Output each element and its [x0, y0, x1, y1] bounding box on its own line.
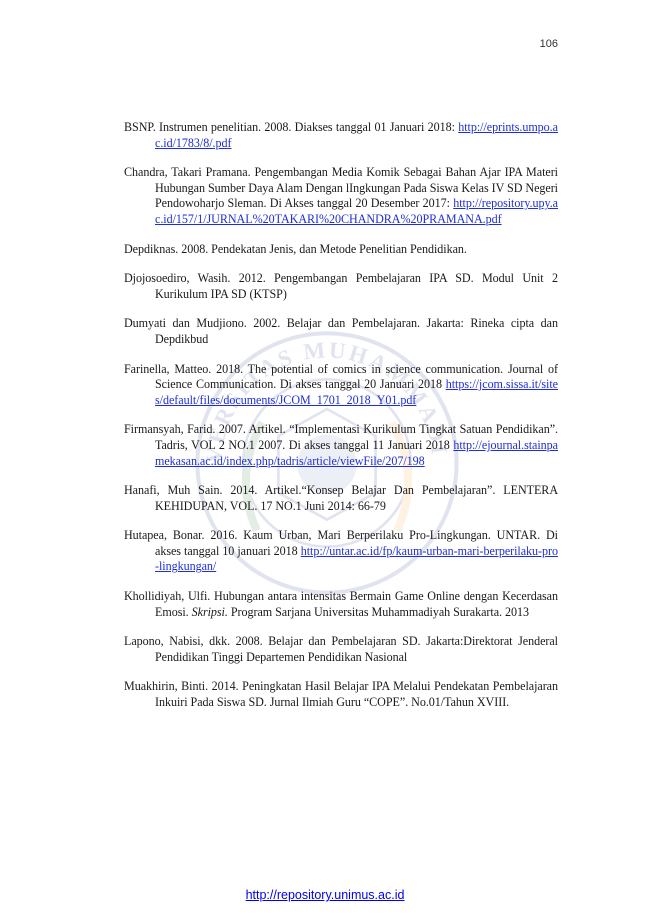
reference-text: Hanafi, Muh Sain. 2014. Artikel.“Konsep …: [124, 483, 558, 513]
reference-text: Dumyati dan Mudjiono. 2002. Belajar dan …: [124, 316, 558, 346]
reference-entry: Dumyati dan Mudjiono. 2002. Belajar dan …: [124, 316, 558, 347]
reference-text: Djojosoediro, Wasih. 2012. Pengembangan …: [124, 271, 558, 301]
reference-entry: Chandra, Takari Pramana. Pengembangan Me…: [124, 165, 558, 227]
reference-list: BSNP. Instrumen penelitian. 2008. Diakse…: [124, 120, 558, 725]
reference-entry: Hanafi, Muh Sain. 2014. Artikel.“Konsep …: [124, 483, 558, 514]
reference-text: Farinella, Matteo. 2018. The potential o…: [124, 361, 558, 392]
reference-text: Firmansyah, Farid. 2007. Artikel. “Imple…: [124, 422, 558, 452]
reference-link[interactable]: https://jcom.sissa.it/sites/default/file…: [155, 377, 558, 407]
page-number: 106: [539, 38, 558, 50]
reference-link[interactable]: http://untar.ac.id/fp/kaum-urban-mari-be…: [155, 543, 558, 574]
reference-entry: Djojosoediro, Wasih. 2012. Pengembangan …: [124, 271, 558, 302]
reference-text: Program Sarjana Universitas Muhammadiyah…: [230, 604, 529, 619]
reference-text: Chandra, Takari Pramana. Pengembangan Me…: [124, 165, 558, 211]
reference-entry: Depdiknas. 2008. Pendekatan Jenis, dan M…: [124, 242, 558, 258]
reference-entry: Lapono, Nabisi, dkk. 2008. Belajar dan P…: [124, 634, 558, 665]
reference-entry: Firmansyah, Farid. 2007. Artikel. “Imple…: [124, 422, 558, 469]
reference-entry: Muakhirin, Binti. 2014. Peningkatan Hasi…: [124, 679, 558, 710]
footer: http://repository.unimus.ac.id: [0, 888, 650, 902]
reference-text: BSNP. Instrumen penelitian. 2008. Diakse…: [124, 120, 455, 134]
repository-link[interactable]: http://repository.unimus.ac.id: [245, 888, 405, 902]
reference-text: Khollidiyah, Ulfi. Hubungan antara inten…: [124, 589, 558, 619]
reference-entry: Khollidiyah, Ulfi. Hubungan antara inten…: [124, 589, 558, 620]
reference-link[interactable]: http://ejournal.stainpamekasan.ac.id/ind…: [155, 437, 558, 468]
reference-link[interactable]: http://eprints.umpo.ac.id/1783/8/.pdf: [155, 120, 558, 150]
reference-entry: BSNP. Instrumen penelitian. 2008. Diakse…: [124, 120, 558, 151]
reference-entry: Hutapea, Bonar. 2016. Kaum Urban, Mari B…: [124, 528, 558, 575]
reference-text: Depdiknas. 2008. Pendekatan Jenis, dan M…: [124, 241, 467, 256]
reference-entry: Farinella, Matteo. 2018. The potential o…: [124, 362, 558, 409]
reference-text: Muakhirin, Binti. 2014. Peningkatan Hasi…: [124, 679, 558, 710]
reference-text: Hutapea, Bonar. 2016. Kaum Urban, Mari B…: [124, 528, 558, 558]
reference-text: Lapono, Nabisi, dkk. 2008. Belajar dan P…: [124, 634, 558, 664]
reference-italic: Skripsi.: [191, 604, 228, 619]
reference-link[interactable]: http://repository.upy.ac.id/157/1/JURNAL…: [155, 196, 558, 226]
